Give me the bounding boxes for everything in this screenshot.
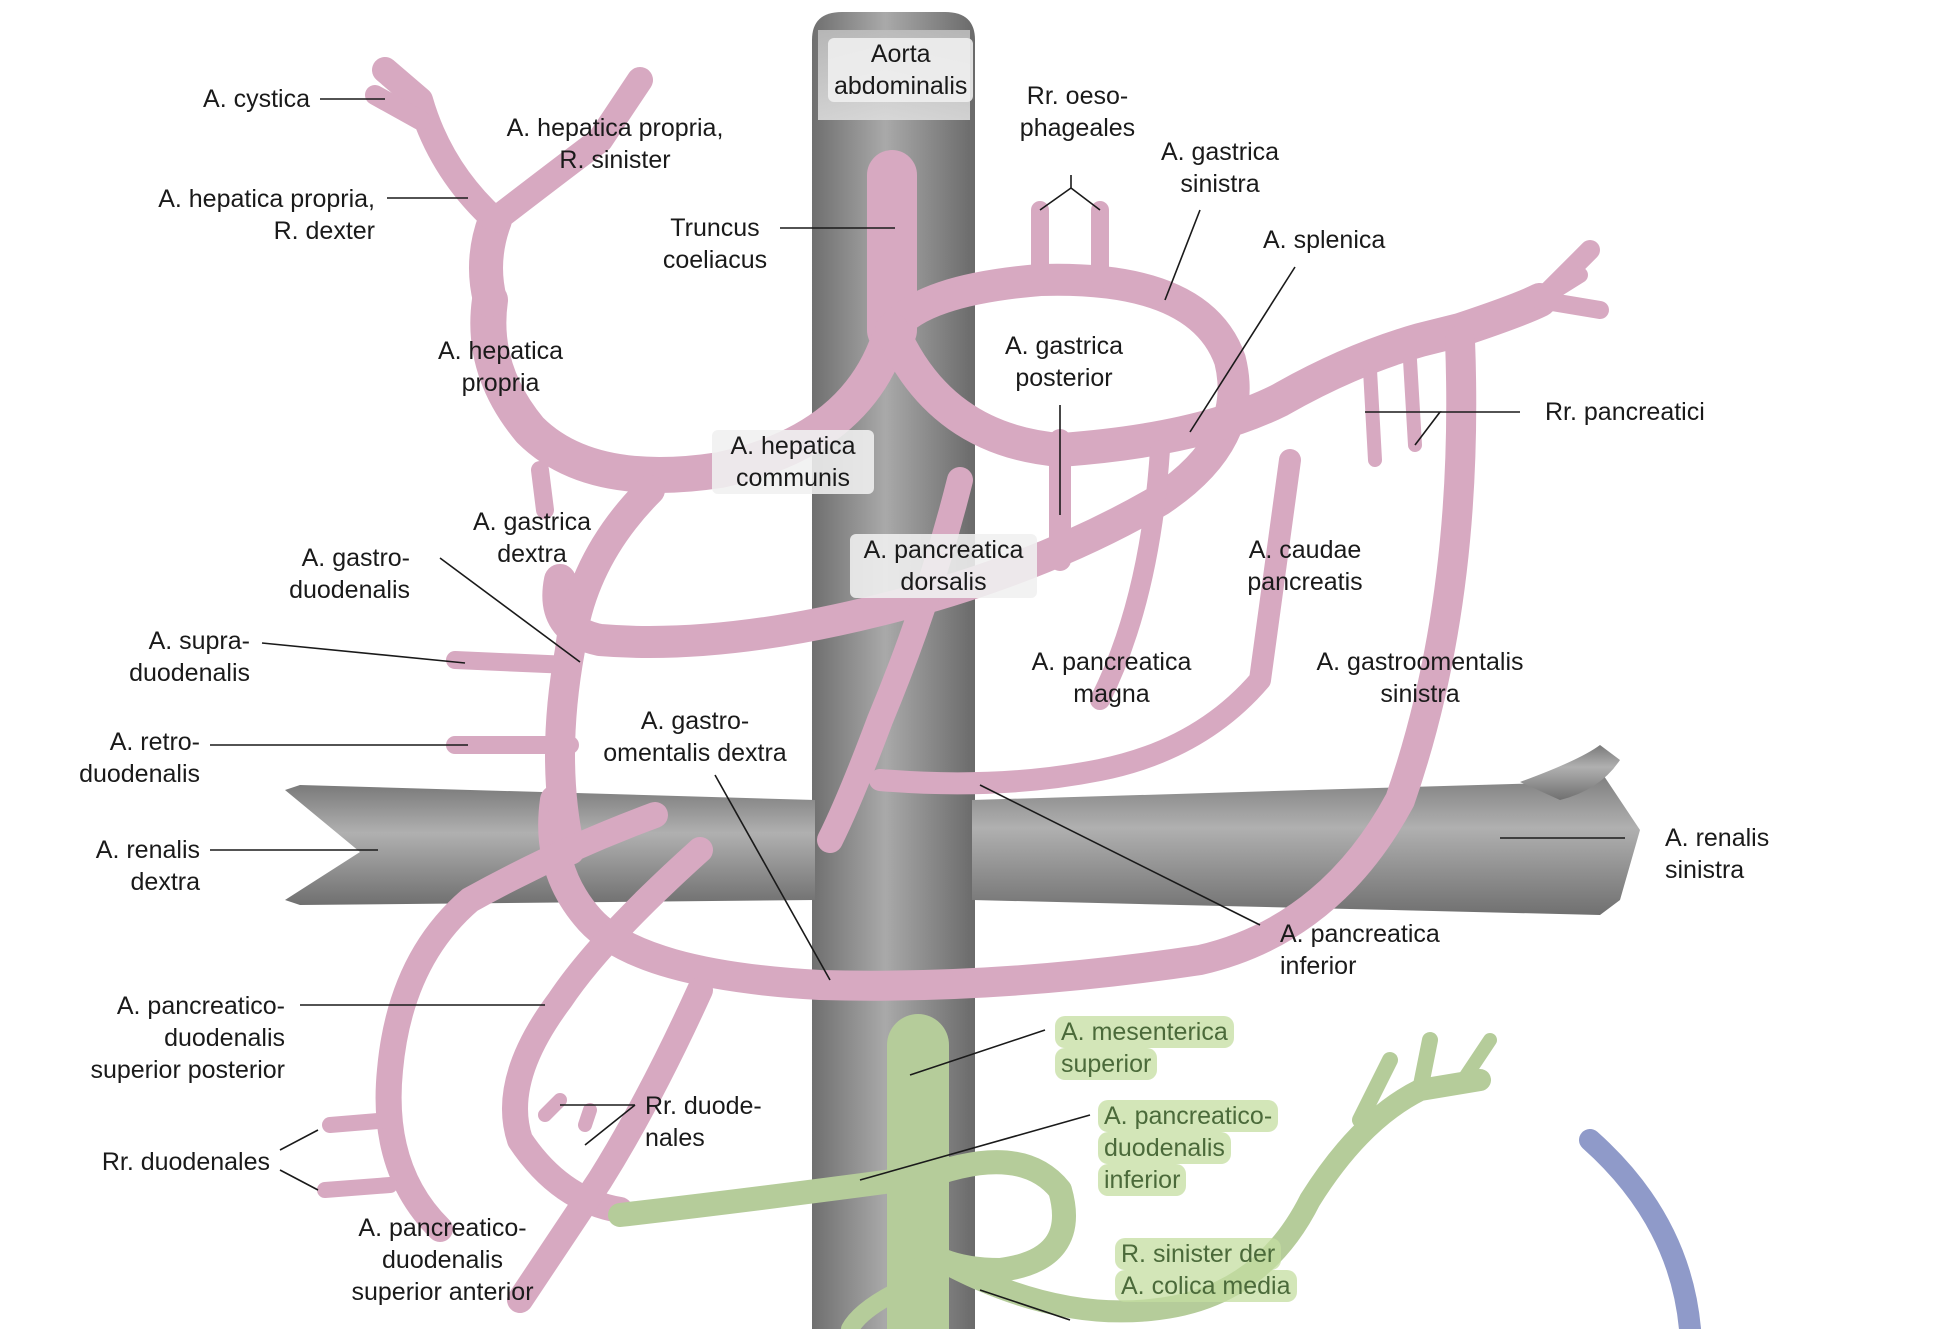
label-line: A. hepatica xyxy=(730,432,856,460)
label-a-cystica: A. cystica xyxy=(170,83,310,115)
label-line: Rr. oeso- xyxy=(1026,82,1129,110)
label-line: communis xyxy=(736,464,850,492)
label-line: R. dexter xyxy=(273,217,375,245)
label-line: sinistra xyxy=(1665,856,1745,884)
label-splenica: A. splenica xyxy=(1263,224,1385,256)
label-line: pancreatis xyxy=(1247,568,1363,596)
label-hepatica-propria-dexter: A. hepatica propria, R. dexter xyxy=(120,183,375,247)
label-line: A. mesenterica xyxy=(1055,1016,1234,1048)
label-pancreatica-magna: A. pancreatica magna xyxy=(1024,646,1199,710)
label-line: A. gastro- xyxy=(301,544,410,572)
label-line: A. cystica xyxy=(203,85,310,113)
label-line: A. renalis xyxy=(95,836,200,864)
label-line: inferior xyxy=(1280,952,1357,980)
label-line: Truncus xyxy=(670,214,760,242)
label-line: phageales xyxy=(1019,114,1136,142)
label-line: A. supra- xyxy=(148,627,250,655)
label-line: duodenalis xyxy=(79,760,200,788)
label-line: Rr. duode- xyxy=(645,1092,762,1120)
label-line: A. gastroomentalis xyxy=(1316,648,1524,676)
label-line: A. caudae xyxy=(1248,536,1362,564)
label-line: magna xyxy=(1073,680,1150,708)
label-line: A. pancreatica xyxy=(1280,920,1440,948)
label-line: A. gastro- xyxy=(640,707,750,735)
label-line: superior xyxy=(1055,1048,1158,1080)
label-line: Rr. duodenales xyxy=(101,1148,270,1176)
label-line: Rr. pancreatici xyxy=(1545,398,1705,426)
label-gastroduodenalis: A. gastro- duodenalis xyxy=(270,542,410,606)
label-line: superior posterior xyxy=(90,1056,285,1084)
label-line: A. hepatica xyxy=(437,337,564,365)
label-rr-duodenales-left: Rr. duodenales xyxy=(80,1146,270,1178)
label-gastrica-dextra: A. gastrica dextra xyxy=(462,506,602,570)
label-line: duodenalis xyxy=(1098,1132,1231,1164)
label-line: duodenalis xyxy=(289,576,410,604)
label-line: propria xyxy=(461,369,540,397)
label-line: R. sinister xyxy=(559,146,671,174)
label-line: A. pancreatico- xyxy=(1098,1100,1279,1132)
label-pd-superior-posterior: A. pancreatico- duodenalis superior post… xyxy=(60,990,285,1086)
label-pd-superior-anterior: A. pancreatico- duodenalis superior ante… xyxy=(325,1212,560,1308)
label-line: A. hepatica propria, xyxy=(158,185,375,213)
label-line: A. pancreatico- xyxy=(116,992,285,1020)
label-supraduodenalis: A. supra- duodenalis xyxy=(100,625,250,689)
label-line: A. gastrica xyxy=(1004,332,1124,360)
label-line: dextra xyxy=(130,868,200,896)
label-gastroomentalis-dextra: A. gastro- omentalis dextra xyxy=(590,705,800,769)
label-hepatica-propria-sinister: A. hepatica propria, R. sinister xyxy=(490,112,740,176)
label-pd-inferior: A. pancreatico- duodenalis inferior xyxy=(1098,1100,1279,1196)
label-line: A. pancreatica xyxy=(1031,648,1192,676)
label-line: A. gastrica xyxy=(472,508,592,536)
label-caudae-pancreatis: A. caudae pancreatis xyxy=(1240,534,1370,598)
label-pancreatica-dorsalis: A. pancreatica dorsalis xyxy=(850,534,1037,598)
mesenteric-branches xyxy=(608,1014,1497,1329)
label-line: duodenalis xyxy=(129,659,250,687)
label-gastrica-sinistra: A. gastrica sinistra xyxy=(1150,136,1290,200)
label-line: duodenalis xyxy=(382,1246,503,1274)
label-line: superior anterior xyxy=(351,1278,534,1306)
label-line: A. retro- xyxy=(109,728,200,756)
label-pancreatica-inferior: A. pancreatica inferior xyxy=(1280,918,1440,982)
label-line: posterior xyxy=(1015,364,1113,392)
label-rr-duodenales-right: Rr. duode- nales xyxy=(645,1090,762,1154)
label-truncus-coeliacus: Truncus coeliacus xyxy=(650,212,780,276)
label-line: dorsalis xyxy=(900,568,987,596)
label-line: A. colica media xyxy=(1115,1270,1297,1302)
label-line: duodenalis xyxy=(164,1024,285,1052)
label-hepatica-propria: A. hepatica propria xyxy=(428,335,573,399)
label-gastrica-posterior: A. gastrica posterior xyxy=(994,330,1134,394)
label-rr-oesophageales: Rr. oeso- phageales xyxy=(1010,80,1145,144)
label-line: dextra xyxy=(497,540,567,568)
label-line: omentalis dextra xyxy=(603,739,787,767)
label-line: A. pancreatico- xyxy=(358,1214,527,1242)
label-line: A. pancreatica xyxy=(863,536,1024,564)
label-retroduodenalis: A. retro- duodenalis xyxy=(55,726,200,790)
label-line: sinistra xyxy=(1180,170,1260,198)
label-line: A. splenica xyxy=(1263,226,1386,254)
label-renalis-dextra: A. renalis dextra xyxy=(60,834,200,898)
leader-lines xyxy=(210,98,1625,1321)
label-line: coeliacus xyxy=(662,246,768,274)
label-line: sinistra xyxy=(1380,680,1460,708)
label-colica-media: R. sinister der A. colica media xyxy=(1115,1238,1297,1302)
label-line: abdominalis xyxy=(834,72,968,100)
label-line: Aorta xyxy=(870,40,931,68)
label-line: A. renalis xyxy=(1665,824,1770,852)
label-line: A. hepatica propria, xyxy=(506,114,724,142)
label-line: inferior xyxy=(1098,1164,1187,1196)
label-aorta-abdominalis: Aorta abdominalis xyxy=(828,38,974,102)
label-renalis-sinistra: A. renalis sinistra xyxy=(1665,822,1769,886)
colic-blue-branch xyxy=(1579,1129,1701,1329)
label-mesenterica-superior: A. mesenterica superior xyxy=(1055,1016,1234,1080)
label-line: R. sinister der xyxy=(1115,1238,1282,1270)
label-gastroomentalis-sinistra: A. gastroomentalis sinistra xyxy=(1305,646,1535,710)
label-rr-pancreatici: Rr. pancreatici xyxy=(1545,396,1705,428)
label-hepatica-communis: A. hepatica communis xyxy=(712,430,874,494)
label-line: nales xyxy=(645,1124,705,1152)
label-line: A. gastrica xyxy=(1160,138,1280,166)
